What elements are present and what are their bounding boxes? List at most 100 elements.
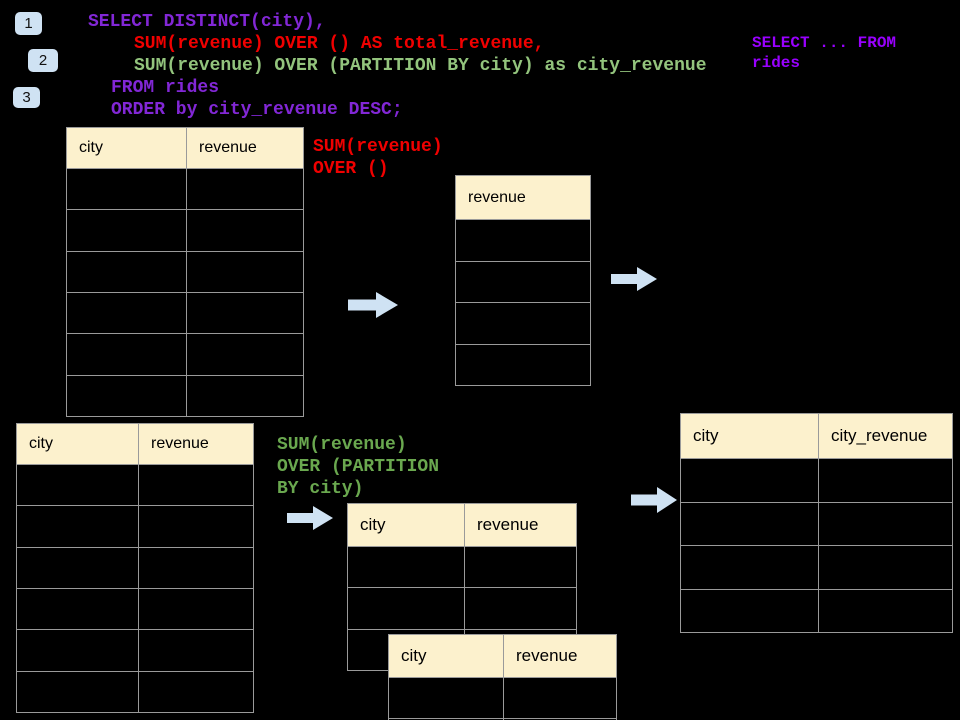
- table-header-row: city revenue: [67, 128, 303, 168]
- column-header-city: city: [693, 426, 719, 445]
- table-cell: [138, 630, 253, 671]
- table-row: [681, 501, 952, 546]
- table-row: [17, 464, 253, 506]
- table-cell: [17, 672, 138, 712]
- column-header-city_revenue: city_revenue: [818, 414, 952, 458]
- column-header-revenue: revenue: [138, 424, 253, 464]
- table-cell: [138, 547, 253, 588]
- table-city-revenue-result: city city_revenue: [680, 413, 953, 633]
- table-partition-overlay: city revenue: [388, 634, 617, 720]
- table-row: [17, 587, 253, 630]
- step-badge-2: 2: [28, 49, 58, 72]
- table-row: [67, 374, 303, 416]
- arrow-right-icon: [631, 487, 677, 513]
- step-badge-1: 1: [15, 12, 42, 35]
- table-cell: [138, 506, 253, 547]
- table-row: [67, 168, 303, 210]
- table-row: [456, 343, 590, 386]
- column-header-revenue: revenue: [468, 188, 526, 206]
- annotation-sum-over-partition-line3: BY city): [277, 479, 364, 499]
- table-cell: [67, 210, 186, 250]
- table-row: [348, 587, 576, 629]
- table-cell: [186, 210, 303, 251]
- annotation-sum-over-total-line1: SUM(revenue): [313, 137, 443, 157]
- column-header-revenue: revenue: [464, 504, 576, 546]
- table-cell: [818, 546, 952, 589]
- table-row: [348, 546, 576, 588]
- table-cell: [456, 220, 590, 261]
- table-cell: [67, 376, 186, 416]
- table-rides-source-partition: city revenue: [16, 423, 254, 713]
- table-cell: [818, 459, 952, 502]
- table-cell: [818, 589, 952, 632]
- column-header-city: city: [79, 139, 103, 156]
- table-row: [17, 629, 253, 671]
- table-cell: [456, 262, 590, 303]
- table-cell: [818, 502, 952, 545]
- table-cell: [17, 548, 138, 588]
- table-cell: [138, 588, 253, 630]
- table-header-row: city city_revenue: [681, 414, 952, 458]
- table-row: [17, 546, 253, 588]
- column-header-city: city: [360, 515, 386, 534]
- table-cell: [17, 465, 138, 505]
- table-row: [456, 302, 590, 344]
- sql-line-order-by: ORDER by city_revenue DESC;: [111, 100, 403, 120]
- table-cell: [681, 503, 818, 546]
- annotation-sum-over-partition-line1: SUM(revenue): [277, 435, 407, 455]
- annotation-sum-over-total-line2: OVER (): [313, 159, 389, 179]
- sql-line-select-distinct: SELECT DISTINCT(city),: [88, 12, 326, 32]
- table-row: [681, 588, 952, 633]
- table-cell: [17, 589, 138, 629]
- column-header-city: city: [401, 646, 427, 665]
- table-row: [17, 505, 253, 547]
- table-header-row: city revenue: [17, 424, 253, 464]
- table-row: [456, 260, 590, 303]
- column-header-revenue: revenue: [186, 128, 303, 168]
- arrow-right-icon: [287, 506, 333, 530]
- table-cell: [186, 251, 303, 292]
- table-rides-source-total: city revenue: [66, 127, 304, 417]
- aside-select-from: SELECT ... FROM: [752, 34, 897, 52]
- table-cell: [456, 345, 590, 386]
- table-partition-intermediate: city revenue: [347, 503, 577, 671]
- table-header-row: city revenue: [348, 504, 576, 546]
- table-cell: [67, 169, 186, 209]
- table-row: [67, 291, 303, 334]
- table-header-row: revenue: [456, 176, 590, 219]
- table-cell: [348, 547, 464, 587]
- arrow-right-icon: [348, 292, 398, 318]
- sql-line-from: FROM rides: [111, 78, 220, 98]
- table-cell: [503, 678, 616, 718]
- table-cell: [681, 546, 818, 589]
- table-cell: [17, 630, 138, 670]
- table-cell: [186, 169, 303, 210]
- table-row: [67, 333, 303, 375]
- table-header-row: city revenue: [389, 635, 616, 677]
- table-cell: [389, 678, 503, 718]
- table-cell: [464, 588, 576, 629]
- table-cell: [456, 303, 590, 344]
- table-cell: [681, 459, 818, 502]
- table-row: [67, 250, 303, 292]
- step-badge-3: 3: [13, 87, 40, 108]
- aside-rides: rides: [752, 54, 801, 72]
- table-cell: [67, 252, 186, 292]
- column-header-revenue: revenue: [503, 635, 616, 677]
- column-header-city: city: [29, 435, 53, 452]
- table-row: [389, 677, 616, 718]
- table-row: [456, 219, 590, 261]
- table-total-revenue-result: revenue: [455, 175, 591, 386]
- table-cell: [681, 590, 818, 633]
- table-cell: [186, 375, 303, 416]
- table-row: [17, 670, 253, 712]
- table-cell: [138, 465, 253, 506]
- table-cell: [17, 506, 138, 546]
- table-cell: [186, 292, 303, 334]
- table-cell: [464, 547, 576, 588]
- table-cell: [67, 293, 186, 333]
- table-cell: [67, 334, 186, 374]
- arrow-right-icon: [611, 267, 657, 291]
- table-row: [681, 458, 952, 502]
